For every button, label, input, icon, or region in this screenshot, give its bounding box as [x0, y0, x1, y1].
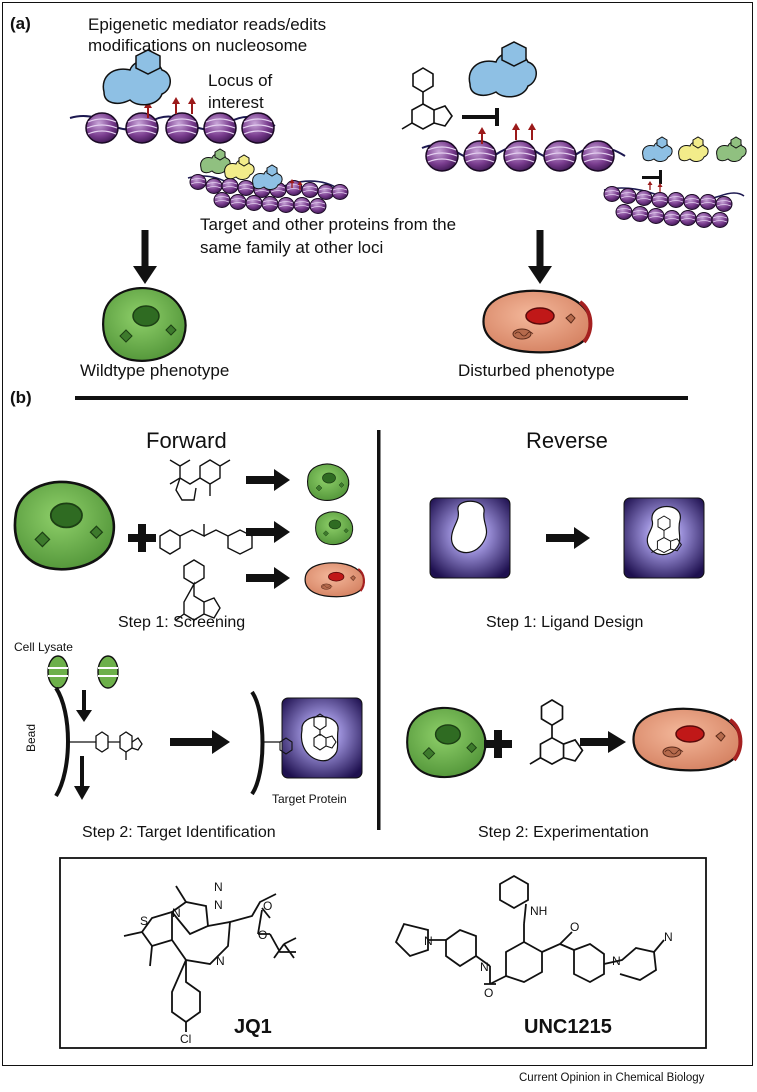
wildtype-phenotype-label: Wildtype phenotype	[80, 361, 230, 380]
family-caption-line1: Target and other proteins from the	[200, 215, 457, 234]
jq1-atom-o2: O	[258, 928, 268, 942]
jq1-atom-n2: N	[214, 898, 223, 912]
jq1-atom-s: S	[140, 914, 149, 928]
jq1-atom-n1: N	[214, 880, 223, 894]
jq1-name: JQ1	[234, 1016, 272, 1038]
unc-atom-n1: N	[424, 934, 433, 948]
reverse-step2-label: Step 2: Experimentation	[478, 824, 649, 841]
panel-b-label: (b)	[10, 388, 32, 407]
family-caption-line2: same family at other loci	[200, 238, 384, 257]
journal-credit: Current Opinion in Chemical Biology	[519, 1072, 705, 1084]
reverse-step1-label: Step 1: Ligand Design	[486, 614, 644, 631]
unc-atom-o2: O	[570, 920, 580, 934]
disturbed-phenotype-label: Disturbed phenotype	[458, 361, 615, 380]
reverse-title: Reverse	[526, 428, 608, 453]
figure-frame	[2, 2, 753, 1066]
jq1-atom-o1: O	[263, 899, 273, 913]
unc1215-name: UNC1215	[524, 1016, 612, 1038]
mediator-caption-line1: Epigenetic mediator reads/edits	[88, 15, 327, 34]
locus-caption-line2: interest	[208, 93, 264, 112]
unc-atom-o1: O	[484, 986, 494, 1000]
target-protein-label: Target Protein	[272, 792, 347, 806]
unc-atom-n3: N	[612, 954, 621, 968]
forward-title: Forward	[146, 428, 227, 453]
forward-step1-label: Step 1: Screening	[118, 614, 246, 631]
unc-atom-n2: N	[480, 960, 489, 974]
jq1-atom-n4: N	[216, 954, 225, 968]
cell-lysate-label: Cell Lysate	[14, 640, 73, 654]
panel-a-label: (a)	[10, 14, 31, 33]
forward-step2-label: Step 2: Target Identification	[82, 824, 276, 841]
jq1-atom-n3: N	[172, 906, 181, 920]
bead-label: Bead	[24, 723, 38, 752]
unc-atom-nh: NH	[530, 904, 548, 918]
mediator-caption-line2: modifications on nucleosome	[88, 36, 308, 55]
jq1-atom-cl: Cl	[180, 1032, 192, 1046]
locus-caption-line1: Locus of	[208, 71, 273, 90]
unc-atom-n4: N	[664, 930, 673, 944]
